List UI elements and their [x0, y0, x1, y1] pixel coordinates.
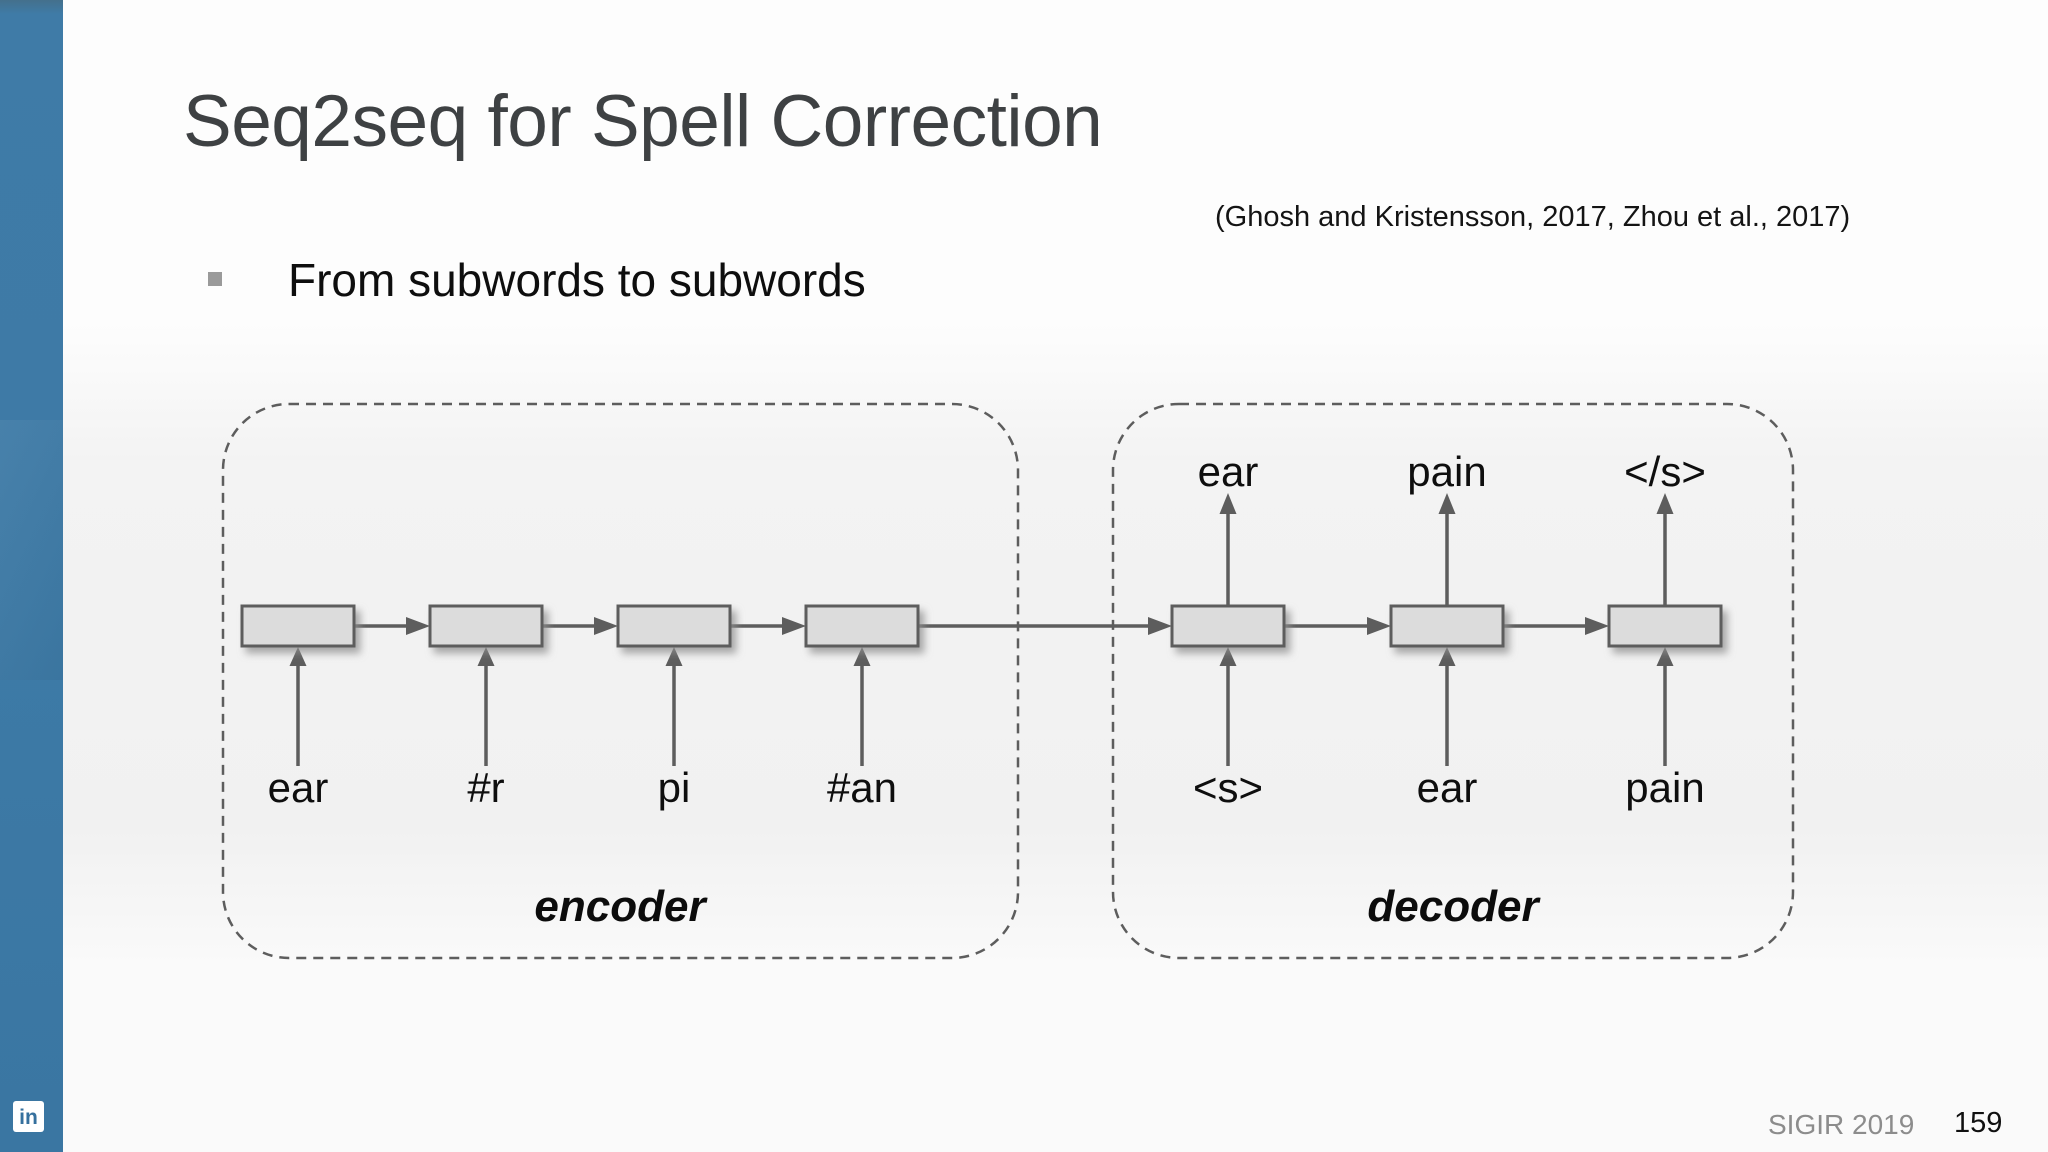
- decoder-input-token: ear: [1417, 764, 1478, 811]
- encoder-input-token: #r: [467, 764, 504, 811]
- citation-text: (Ghosh and Kristensson, 2017, Zhou et al…: [1215, 201, 1851, 233]
- output-arrows: [1219, 493, 1674, 606]
- linkedin-badge: in: [13, 1101, 44, 1132]
- encoder-cell-1: [240, 604, 356, 648]
- rnn-cells: [240, 604, 1723, 648]
- linkedin-icon: in: [19, 1106, 38, 1129]
- decoder-label: decoder: [1367, 882, 1541, 931]
- encoder-input-token: pi: [658, 764, 691, 811]
- sidebar-facet-decoration: [0, 420, 63, 680]
- encoder-input-token: #an: [827, 764, 897, 811]
- footer-conference: SIGIR 2019: [1768, 1109, 1915, 1140]
- decoder-output-token: ear: [1198, 448, 1259, 495]
- footer-page-number: 159: [1954, 1107, 2003, 1139]
- bullet-square-icon: [208, 272, 222, 286]
- encoder-input-token: ear: [268, 764, 329, 811]
- input-arrows: [289, 647, 1674, 766]
- decoder-cell-1: [1170, 604, 1286, 648]
- encoder-cell-2: [428, 604, 544, 648]
- decoder-input-token: pain: [1625, 764, 1704, 811]
- sidebar-accent-bar: in: [0, 0, 63, 1152]
- encoder-boundary: [221, 402, 1020, 960]
- encoder-cell-3: [616, 604, 732, 648]
- decoder-output-token: pain: [1407, 448, 1486, 495]
- encoder-cell-4: [804, 604, 920, 648]
- slide-title: Seq2seq for Spell Correction: [183, 81, 1103, 162]
- decoder-cell-3: [1607, 604, 1723, 648]
- encoder-label: encoder: [534, 882, 708, 931]
- decoder-input-token: <s>: [1193, 764, 1263, 811]
- recurrence-arrows: [354, 617, 1609, 635]
- decoder-boundary: [1111, 402, 1795, 960]
- decoder-cell-2: [1389, 604, 1505, 648]
- bullet-text: From subwords to subwords: [288, 254, 866, 306]
- decoder-output-token: </s>: [1624, 448, 1706, 495]
